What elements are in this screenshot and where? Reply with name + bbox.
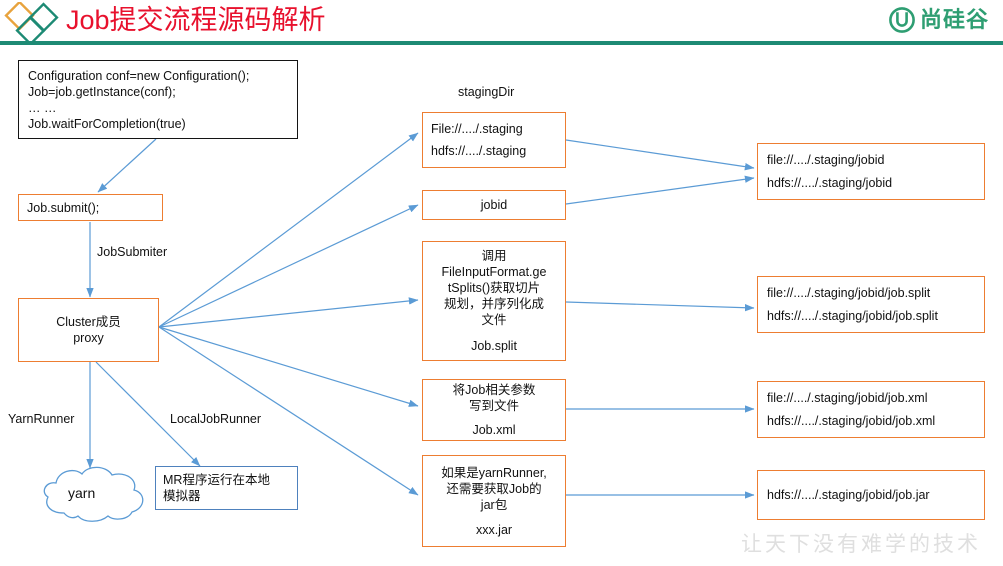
arrow-cluster-to-local <box>95 361 201 467</box>
u-logo-icon <box>889 7 915 33</box>
split-line: FileInputFormat.ge <box>441 265 547 279</box>
split-footer: Job.split <box>471 339 517 353</box>
xml-line: 写到文件 <box>468 399 519 413</box>
brand-logo: 尚硅谷 <box>889 4 989 36</box>
right-split-line: file://..../.staging/jobid/job.split <box>767 286 931 301</box>
cluster-line: Cluster成员 <box>56 315 121 329</box>
middle-box-staging: File://..../.staging hdfs://..../.stagin… <box>422 112 566 168</box>
code-line: Job.waitForCompletion(true) <box>28 117 186 131</box>
arrow-cluster-to-xml <box>158 326 419 407</box>
xml-line: 将Job相关参数 <box>452 383 536 397</box>
arrow-staging-to-right-jobid <box>565 139 755 171</box>
cluster-line: proxy <box>73 331 104 345</box>
right-box-jobid: file://..../.staging/jobid hdfs://..../.… <box>757 143 985 200</box>
local-line: MR程序运行在本地 <box>163 473 270 487</box>
code-line: Configuration conf=new Configuration(); <box>28 69 250 83</box>
jar-footer: xxx.jar <box>475 522 513 537</box>
local-simulator-box: MR程序运行在本地 模拟器 <box>155 466 298 510</box>
right-split-line: hdfs://..../.staging/jobid/job.split <box>767 308 938 323</box>
arrow-cluster-to-split <box>158 297 419 328</box>
arrow-cluster-to-staging <box>158 132 419 328</box>
jar-line: 如果是yarnRunner, <box>441 465 547 480</box>
xml-footer: Job.xml <box>472 423 516 437</box>
job-submit-label: Job.submit(); <box>27 200 100 215</box>
arrow-cluster-to-jar <box>158 326 419 496</box>
code-line: Job=job.getInstance(conf); <box>28 85 176 99</box>
right-box-jar: hdfs://..../.staging/jobid/job.jar <box>757 470 985 520</box>
diamonds-logo-icon <box>4 2 59 42</box>
yarnrunner-label: YarnRunner <box>8 412 75 426</box>
right-box-split: file://..../.staging/jobid/job.split hdf… <box>757 276 985 333</box>
stagingdir-label: stagingDir <box>458 85 515 99</box>
code-line: … … <box>28 101 57 115</box>
cluster-proxy-box: Cluster成员 proxy <box>18 298 159 362</box>
jar-line: 还需要获取Job的 <box>446 481 542 496</box>
arrow-jobid-to-right-jobid <box>565 175 755 205</box>
header-divider <box>0 41 1003 45</box>
right-xml-line: file://..../.staging/jobid/job.xml <box>767 391 928 406</box>
right-box-xml: file://..../.staging/jobid/job.xml hdfs:… <box>757 381 985 438</box>
jobid-label: jobid <box>480 198 508 212</box>
middle-box-jar: 如果是yarnRunner, 还需要获取Job的 jar包 xxx.jar <box>422 455 566 547</box>
staging-line: hdfs://..../.staging <box>431 144 527 158</box>
middle-box-xml: 将Job相关参数 写到文件 Job.xml <box>422 379 566 441</box>
yarn-cloud-shape <box>43 466 144 522</box>
arrow-code-to-submit <box>97 138 157 193</box>
split-line: 调用 <box>481 249 507 263</box>
right-jobid-line: file://..../.staging/jobid <box>767 153 885 168</box>
staging-line: File://..../.staging <box>431 122 523 136</box>
localjobrunner-label: LocalJobRunner <box>170 412 262 426</box>
brand-name: 尚硅谷 <box>919 7 989 32</box>
right-xml-line: hdfs://..../.staging/jobid/job.xml <box>767 413 936 428</box>
middle-box-split: 调用 FileInputFormat.ge tSplits()获取切片 规划，并… <box>422 241 566 361</box>
arrow-split-to-right-split <box>565 301 755 312</box>
split-line: 规划，并序列化成 <box>443 297 544 311</box>
right-jobid-line: hdfs://..../.staging/jobid <box>767 175 893 190</box>
local-line: 模拟器 <box>163 489 201 503</box>
watermark: 让天下没有难学的技术 <box>741 532 981 556</box>
right-jar-line: hdfs://..../.staging/jobid/job.jar <box>767 488 930 502</box>
split-line: 文件 <box>481 313 507 327</box>
jobsubmiter-label: JobSubmiter <box>97 245 168 259</box>
arrow-cluster-to-jobid <box>158 204 419 328</box>
middle-box-jobid: jobid <box>422 190 566 220</box>
page-title: Job提交流程源码解析 <box>66 5 326 35</box>
job-submit-box: Job.submit(); <box>18 194 163 221</box>
split-line: tSplits()获取切片 <box>447 281 541 295</box>
yarn-label: yarn <box>68 485 96 501</box>
jar-line: jar包 <box>480 497 508 512</box>
code-box: Configuration conf=new Configuration(); … <box>18 60 298 139</box>
